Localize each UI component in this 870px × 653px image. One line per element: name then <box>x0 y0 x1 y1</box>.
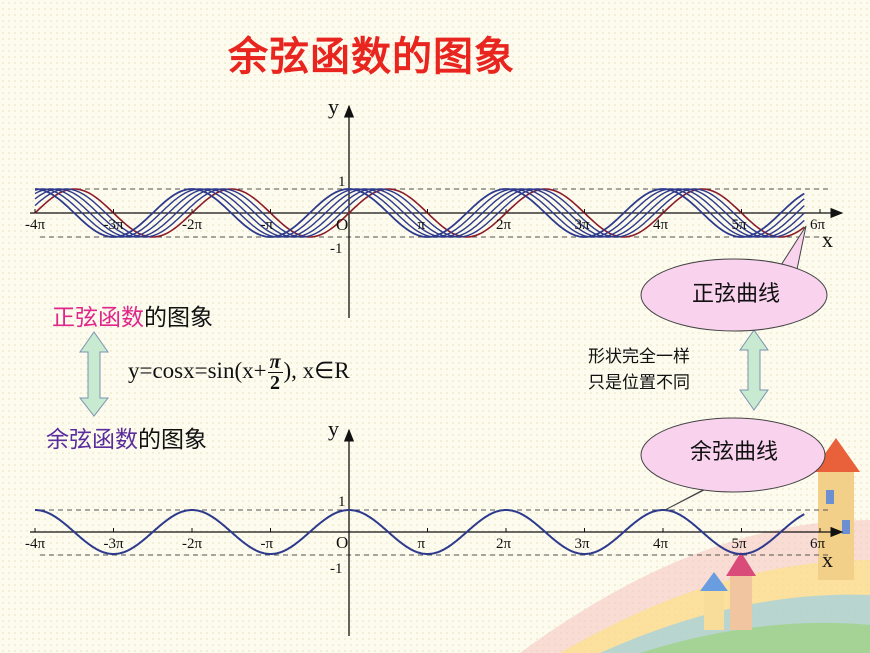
cosine-curve <box>35 188 805 238</box>
bottom-x-tick-label: -2π <box>182 536 202 552</box>
bottom-x-tick-label: -π <box>261 536 274 552</box>
bottom-graph: -4π -3π -2π -π π 2π 3π 4π 5π 6π y x O 1 -1 <box>25 416 844 636</box>
bottom-x-tick-label: 4π <box>653 536 669 552</box>
bottom-x-tick-label: 3π <box>575 536 591 552</box>
bottom-x-tick-label: 6π <box>810 536 826 552</box>
right-double-arrow-icon <box>739 329 769 411</box>
bottom-y-tick-1: 1 <box>338 494 346 510</box>
sine-graph-label: 正弦函数的图象 <box>52 298 213 332</box>
cosine-curve <box>35 509 805 555</box>
formula-numerator: π <box>267 351 283 373</box>
cos-callout-bubble <box>640 417 826 511</box>
sine-label-rest: 的图象 <box>144 305 213 331</box>
top-x-tick-label: -π <box>261 217 274 233</box>
bottom-x-tick-label: -3π <box>104 536 124 552</box>
bottom-y-label: y <box>328 416 339 441</box>
formula-left: y=cosx=sin(x+ <box>128 357 267 383</box>
left-double-arrow-icon <box>78 331 110 417</box>
bottom-x-tick-label: -4π <box>25 536 45 552</box>
bottom-x-tick-label: 2π <box>496 536 512 552</box>
top-x-ticks: -4π -3π -2π -π π 2π 3π 4π 5π 6π <box>25 209 826 233</box>
top-x-tick-label: 5π <box>732 217 748 233</box>
top-curves <box>34 188 805 238</box>
top-x-tick-label: -4π <box>25 217 45 233</box>
cos-label-colored: 余弦函数 <box>46 427 138 453</box>
top-x-tick-label: -3π <box>104 217 124 233</box>
page-title: 余弦函数的图象 <box>228 34 515 80</box>
cos-graph-label: 余弦函数的图象 <box>46 420 207 454</box>
top-x-tick-label: 3π <box>575 217 591 233</box>
sine-label-colored: 正弦函数 <box>52 305 144 331</box>
top-x-label: x <box>822 227 833 252</box>
bottom-x-tick-label: π <box>418 536 426 552</box>
top-x-tick-label: -2π <box>182 217 202 233</box>
decor-landscape <box>520 438 870 653</box>
note-line-1: 形状完全一样 <box>588 347 690 367</box>
top-graph: -4π -3π -2π -π π 2π 3π 4π 5π 6π y x O 1 -1 <box>25 94 844 318</box>
sine-curve <box>34 188 805 238</box>
comparison-note: 形状完全一样 只是位置不同 <box>588 344 738 396</box>
bottom-x-tick-label: 5π <box>732 536 748 552</box>
bottom-x-label: x <box>822 547 833 572</box>
shift-curve <box>34 188 805 238</box>
top-y-tick-neg1: -1 <box>330 241 343 257</box>
sine-callout-bubble <box>640 225 828 332</box>
formula-right: ), x∈R <box>283 357 350 383</box>
bottom-x-ticks: -4π -3π -2π -π π 2π 3π 4π 5π 6π <box>25 528 826 552</box>
shift-curve <box>34 188 805 238</box>
formula-denominator: 2 <box>270 372 281 394</box>
sine-callout-text: 正弦曲线 <box>691 282 780 307</box>
cos-label-rest: 的图象 <box>138 427 207 453</box>
bottom-y-tick-neg1: -1 <box>330 561 343 577</box>
top-y-label: y <box>328 94 339 119</box>
shift-curve <box>34 188 805 238</box>
bottom-origin-label: O <box>336 533 348 552</box>
top-x-tick-label: 4π <box>653 217 669 233</box>
cos-callout-text: 余弦曲线 <box>689 440 778 465</box>
top-x-tick-label: 6π <box>810 217 826 233</box>
note-line-2: 只是位置不同 <box>588 373 690 393</box>
bottom-curves <box>35 509 805 555</box>
top-origin-label: O <box>336 215 348 234</box>
top-x-tick-label: 2π <box>496 217 512 233</box>
top-x-tick-label: π <box>418 217 426 233</box>
top-y-tick-1: 1 <box>338 174 346 190</box>
